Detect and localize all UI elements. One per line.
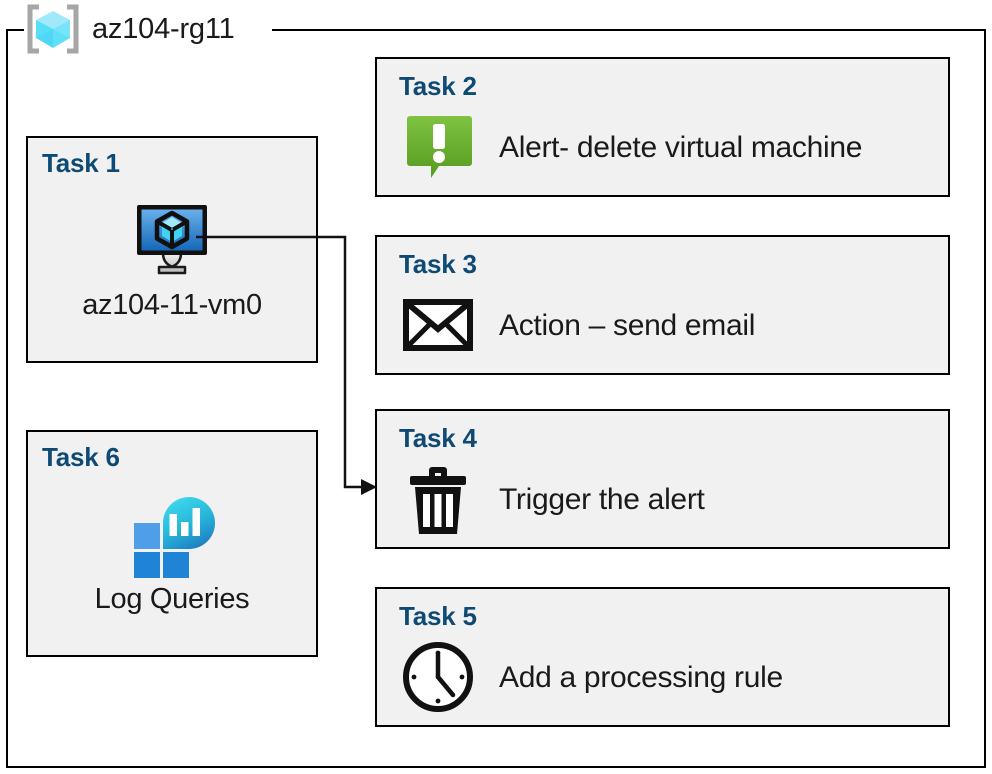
resource-group-border-top-left <box>6 29 24 31</box>
task6-title: Task 6 <box>42 442 120 472</box>
task3-label: Action – send email <box>499 308 756 342</box>
virtual-machine-icon <box>137 205 207 275</box>
task2-row: Alert- delete virtual machine <box>399 107 938 187</box>
task3-title: Task 3 <box>399 249 477 279</box>
resource-group-header: az104-rg11 <box>22 0 235 58</box>
resource-group-border-left <box>6 29 8 768</box>
task6-icon-wrap <box>28 488 316 578</box>
task4-title: Task 4 <box>399 423 477 453</box>
task5-card[interactable]: Task 5 Add a processing rule <box>375 587 950 727</box>
resource-group-border-right <box>984 29 986 768</box>
task2-icon-box <box>399 108 477 186</box>
resource-group-cube-icon <box>27 4 79 54</box>
resource-group-title: az104-rg11 <box>92 12 235 45</box>
task6-card[interactable]: Task 6 <box>26 430 318 657</box>
resource-group-border-top-right <box>272 29 986 31</box>
task3-card[interactable]: Task 3 Action – send email <box>375 235 950 375</box>
task5-row: Add a processing rule <box>399 637 938 717</box>
task4-icon-box <box>399 460 477 538</box>
task4-row: Trigger the alert <box>399 459 938 539</box>
task2-card[interactable]: Task 2 Alert- delete virtual machine <box>375 57 950 197</box>
task1-icon-wrap <box>28 194 316 284</box>
task2-label: Alert- delete virtual machine <box>499 130 863 164</box>
task5-label: Add a processing rule <box>499 660 783 694</box>
task6-label: Log Queries <box>94 583 250 615</box>
task5-icon-box <box>399 638 477 716</box>
alert-speech-bubble-icon <box>407 116 472 178</box>
log-analytics-icon <box>134 497 215 578</box>
task3-icon-box <box>399 286 477 364</box>
email-envelope-icon <box>403 299 473 351</box>
task1-title: Task 1 <box>42 148 120 178</box>
trash-can-icon <box>410 467 466 534</box>
task4-card[interactable]: Task 4 Trigger the alert <box>375 409 950 549</box>
task5-title: Task 5 <box>399 601 477 631</box>
task3-row: Action – send email <box>399 285 938 365</box>
task1-label: az104-11-vm0 <box>82 289 262 321</box>
task1-card[interactable]: Task 1 <box>26 136 318 363</box>
task2-title: Task 2 <box>399 71 477 101</box>
task4-label: Trigger the alert <box>499 482 705 516</box>
clock-icon <box>403 642 473 712</box>
resource-group-border-bottom <box>6 766 986 768</box>
